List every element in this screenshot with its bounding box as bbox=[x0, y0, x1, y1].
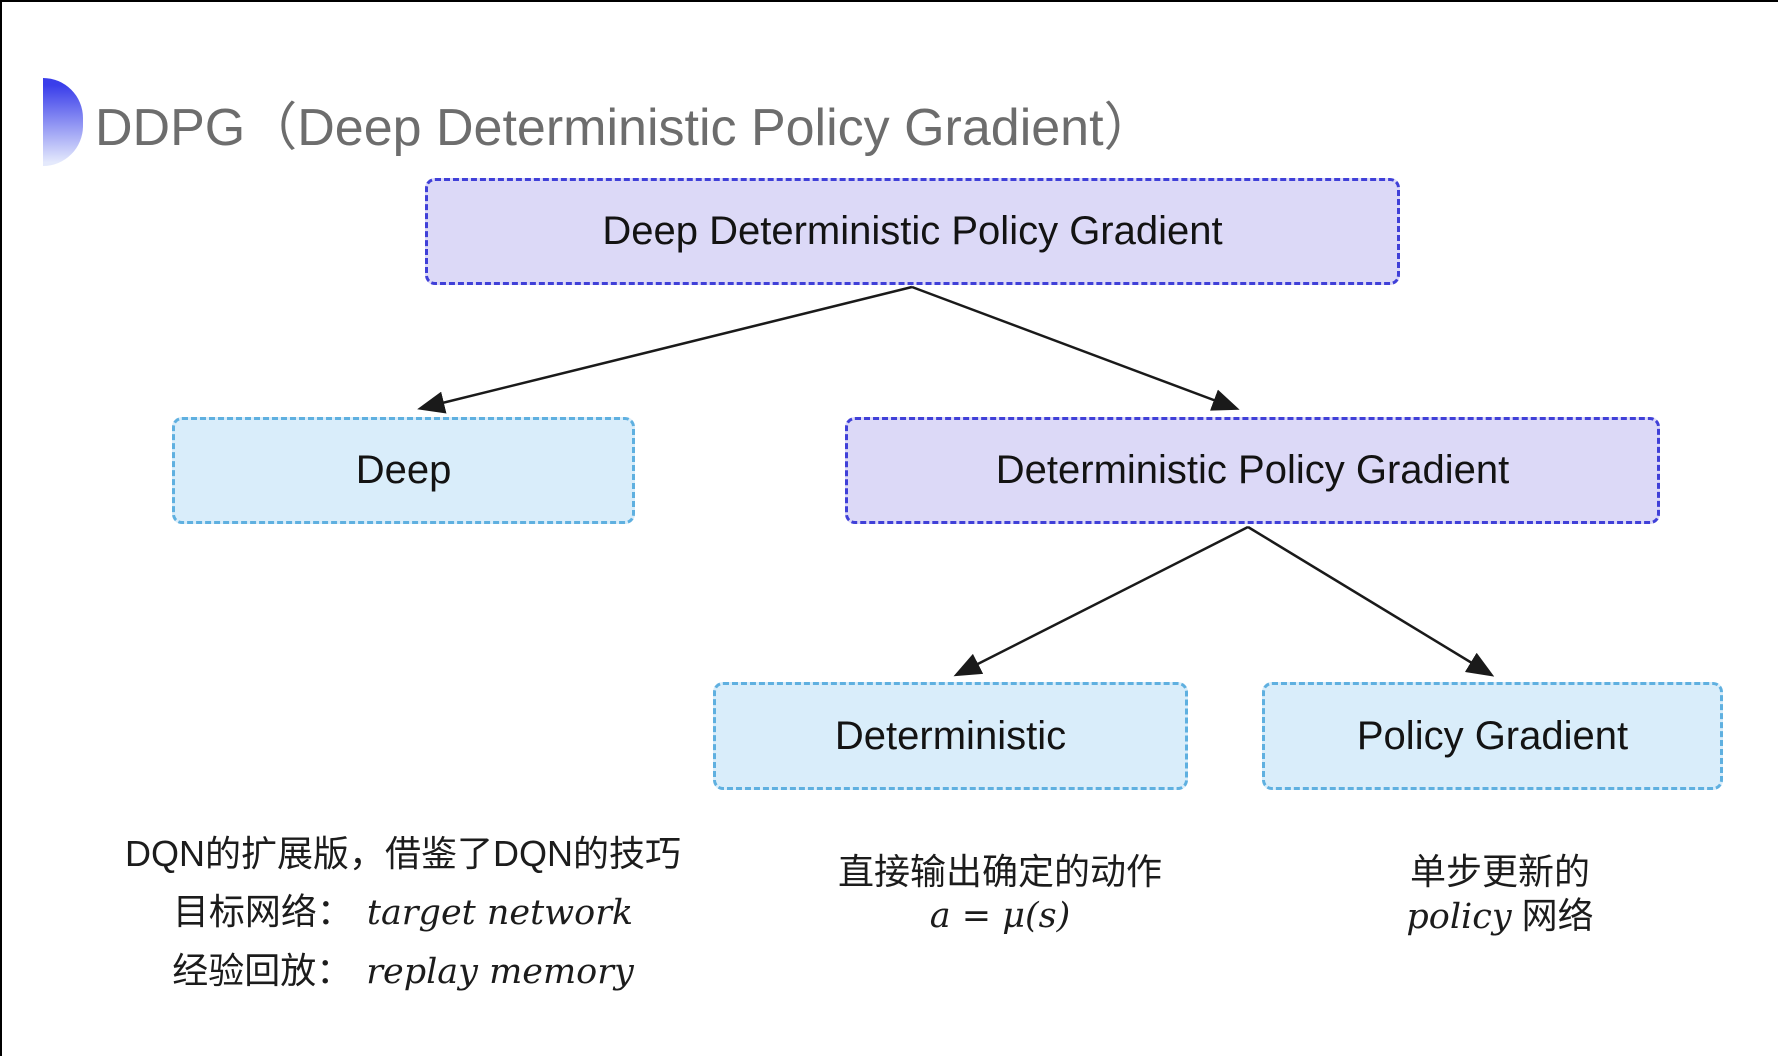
node-dpg: Deterministic Policy Gradient bbox=[845, 417, 1660, 524]
annotation-line: 单步更新的 bbox=[1409, 851, 1590, 892]
title-row: DDPG（Deep Deterministic Policy Gradient） bbox=[43, 78, 1156, 166]
annotation-label-zh: 目标网络： bbox=[172, 891, 353, 932]
annotation-label-zh: 网络 bbox=[1521, 895, 1594, 936]
annotation-label-zh: 经验回放： bbox=[172, 950, 353, 991]
node-label: Deterministic Policy Gradient bbox=[995, 448, 1510, 492]
edge-dpg-deterministic bbox=[953, 525, 1249, 677]
annotation-line: 目标网络： target network bbox=[173, 890, 633, 935]
annotation-line: 经验回放： replay memory bbox=[172, 949, 634, 994]
page-title: DDPG（Deep Deterministic Policy Gradient） bbox=[95, 98, 1156, 157]
node-ddpg: Deep Deterministic Policy Gradient bbox=[425, 178, 1400, 285]
title-bullet-icon bbox=[43, 78, 83, 166]
frame-border-left bbox=[0, 0, 2, 1056]
node-label: Policy Gradient bbox=[1356, 713, 1629, 758]
frame-border-top bbox=[0, 0, 1778, 2]
edge-dpg-policy-gradient bbox=[1247, 525, 1495, 677]
annotation-term-en: policy bbox=[1406, 897, 1512, 937]
annotation-deterministic: 直接输出确定的动作 a = μ(s) bbox=[800, 850, 1200, 938]
annotation-deep: DQN的扩展版，借鉴了DQN的技巧 目标网络： target network 经验… bbox=[103, 832, 703, 994]
node-deep: Deep bbox=[172, 417, 635, 524]
edge-ddpg-deep bbox=[417, 285, 913, 414]
edge-ddpg-dpg bbox=[911, 285, 1240, 411]
annotation-term-en: target network bbox=[366, 893, 634, 933]
node-label: Deep bbox=[355, 448, 452, 492]
annotation-term-en: replay memory bbox=[366, 952, 634, 992]
node-deterministic: Deterministic bbox=[713, 682, 1188, 790]
node-label: Deterministic bbox=[834, 713, 1067, 758]
annotation-formula: a = μ(s) bbox=[929, 896, 1071, 936]
annotation-line: DQN的扩展版，借鉴了DQN的技巧 bbox=[125, 833, 681, 874]
annotation-line: 直接输出确定的动作 bbox=[837, 851, 1162, 892]
node-label: Deep Deterministic Policy Gradient bbox=[602, 209, 1223, 253]
node-policy-gradient: Policy Gradient bbox=[1262, 682, 1723, 790]
